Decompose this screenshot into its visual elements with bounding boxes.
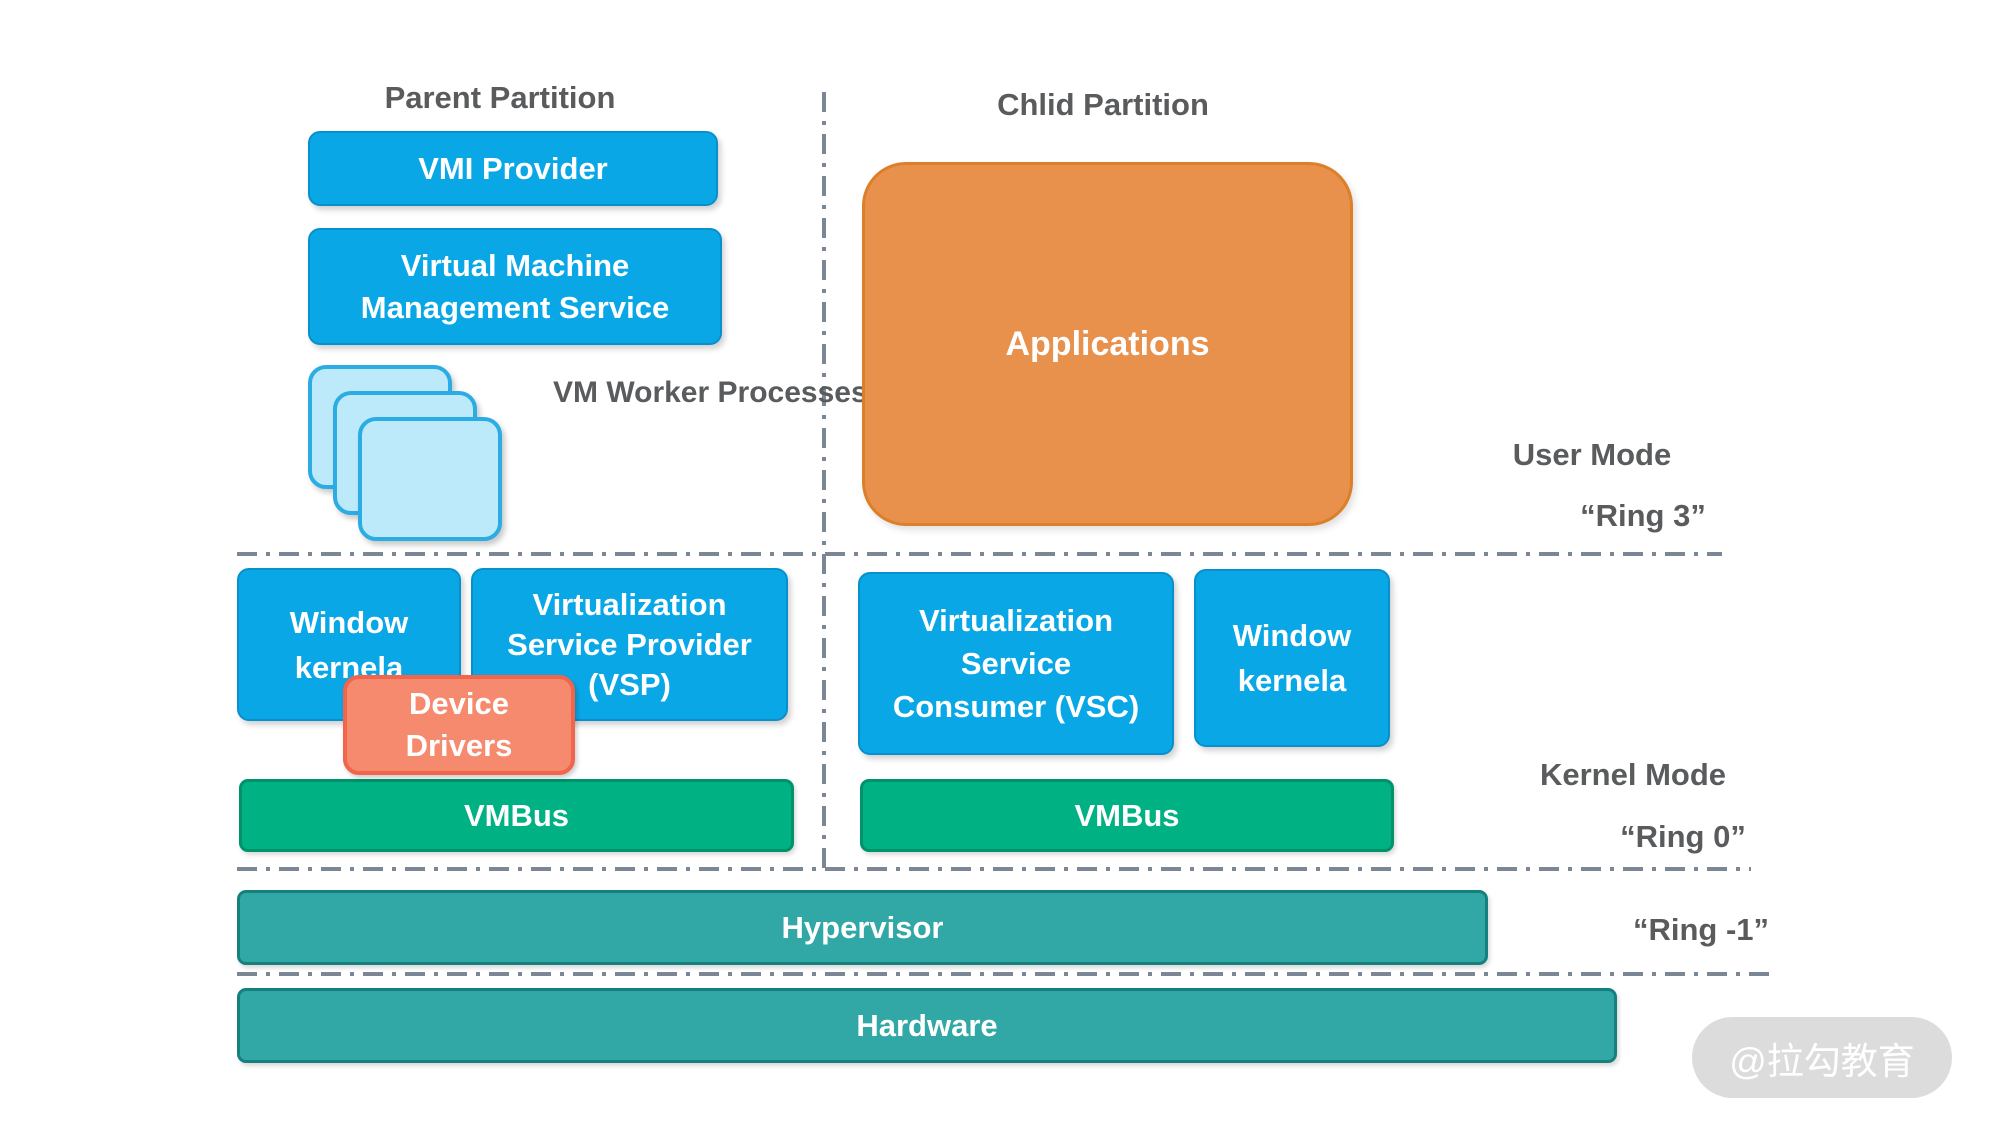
vmi-provider-box: VMI Provider: [308, 131, 718, 206]
vmbus-left-label: VMBus: [463, 797, 570, 833]
hypervisor-box: Hypervisor: [237, 890, 1488, 965]
hardware-box: Hardware: [237, 988, 1617, 1063]
kernel-mode-label: Kernel Mode: [1539, 757, 1727, 792]
vsc-line: Service: [960, 646, 1072, 681]
hypervisor-label: Hypervisor: [781, 909, 944, 945]
vsp-line: Virtualization: [532, 586, 727, 622]
device-drivers-line: Device: [409, 686, 509, 721]
watermark-text: @拉勾教育: [1729, 1040, 1915, 1082]
applications-label: Applications: [1005, 324, 1210, 363]
watermark-badge: @拉勾教育: [1692, 1017, 1952, 1098]
hardware-label: Hardware: [856, 1007, 998, 1043]
user-mode-label: User Mode: [1512, 437, 1672, 472]
vmbus-right-box: VMBus: [860, 779, 1394, 852]
ring3-label: “Ring 3”: [1580, 498, 1706, 533]
vmbus-left-box: VMBus: [239, 779, 794, 852]
partition-divider-line: [822, 92, 826, 872]
window-kernel-line: Window: [289, 604, 409, 640]
child-partition-title: Chlid Partition: [997, 87, 1209, 122]
vsp-box: Virtualization Service Provider (VSP): [471, 568, 788, 721]
vmms-line: Virtual Machine: [400, 247, 630, 283]
vsp-line: (VSP): [588, 666, 671, 702]
ring-minus1-label: “Ring -1”: [1632, 912, 1770, 947]
vmi-provider-label: VMI Provider: [418, 150, 608, 186]
vsp-line: Service Provider: [507, 626, 752, 662]
hypervisor-hardware-boundary-line: [237, 972, 1769, 976]
vsc-box: Virtualization Service Consumer (VSC): [858, 572, 1174, 755]
device-drivers-line: Drivers: [405, 728, 513, 763]
device-drivers-box: Device Drivers: [343, 675, 575, 775]
vsc-line: Consumer (VSC): [892, 689, 1140, 724]
vmms-line: Management Service: [360, 289, 670, 325]
vsc-line: Virtualization: [918, 603, 1114, 638]
user-kernel-boundary-line: [237, 552, 1722, 556]
window-kernel-right-box: Window kernela: [1194, 569, 1390, 747]
vm-worker-line: VM: [553, 376, 598, 409]
vm-worker-line: Processes: [717, 376, 868, 409]
vm-worker-line: Worker: [606, 376, 710, 409]
window-kernel-line: kernela: [1237, 663, 1347, 698]
vmbus-right-label: VMBus: [1074, 797, 1180, 833]
parent-partition-title: Parent Partition: [384, 80, 616, 115]
vm-worker-square-front: [358, 417, 502, 541]
vm-management-service-box: Virtual Machine Management Service: [308, 228, 722, 345]
vm-worker-processes-label: VM Worker Processes: [553, 362, 868, 423]
applications-box: Applications: [862, 162, 1353, 526]
kernel-hypervisor-boundary-line: [237, 867, 1751, 871]
ring0-label: “Ring 0”: [1620, 819, 1746, 854]
window-kernel-line: Window: [1232, 618, 1352, 653]
